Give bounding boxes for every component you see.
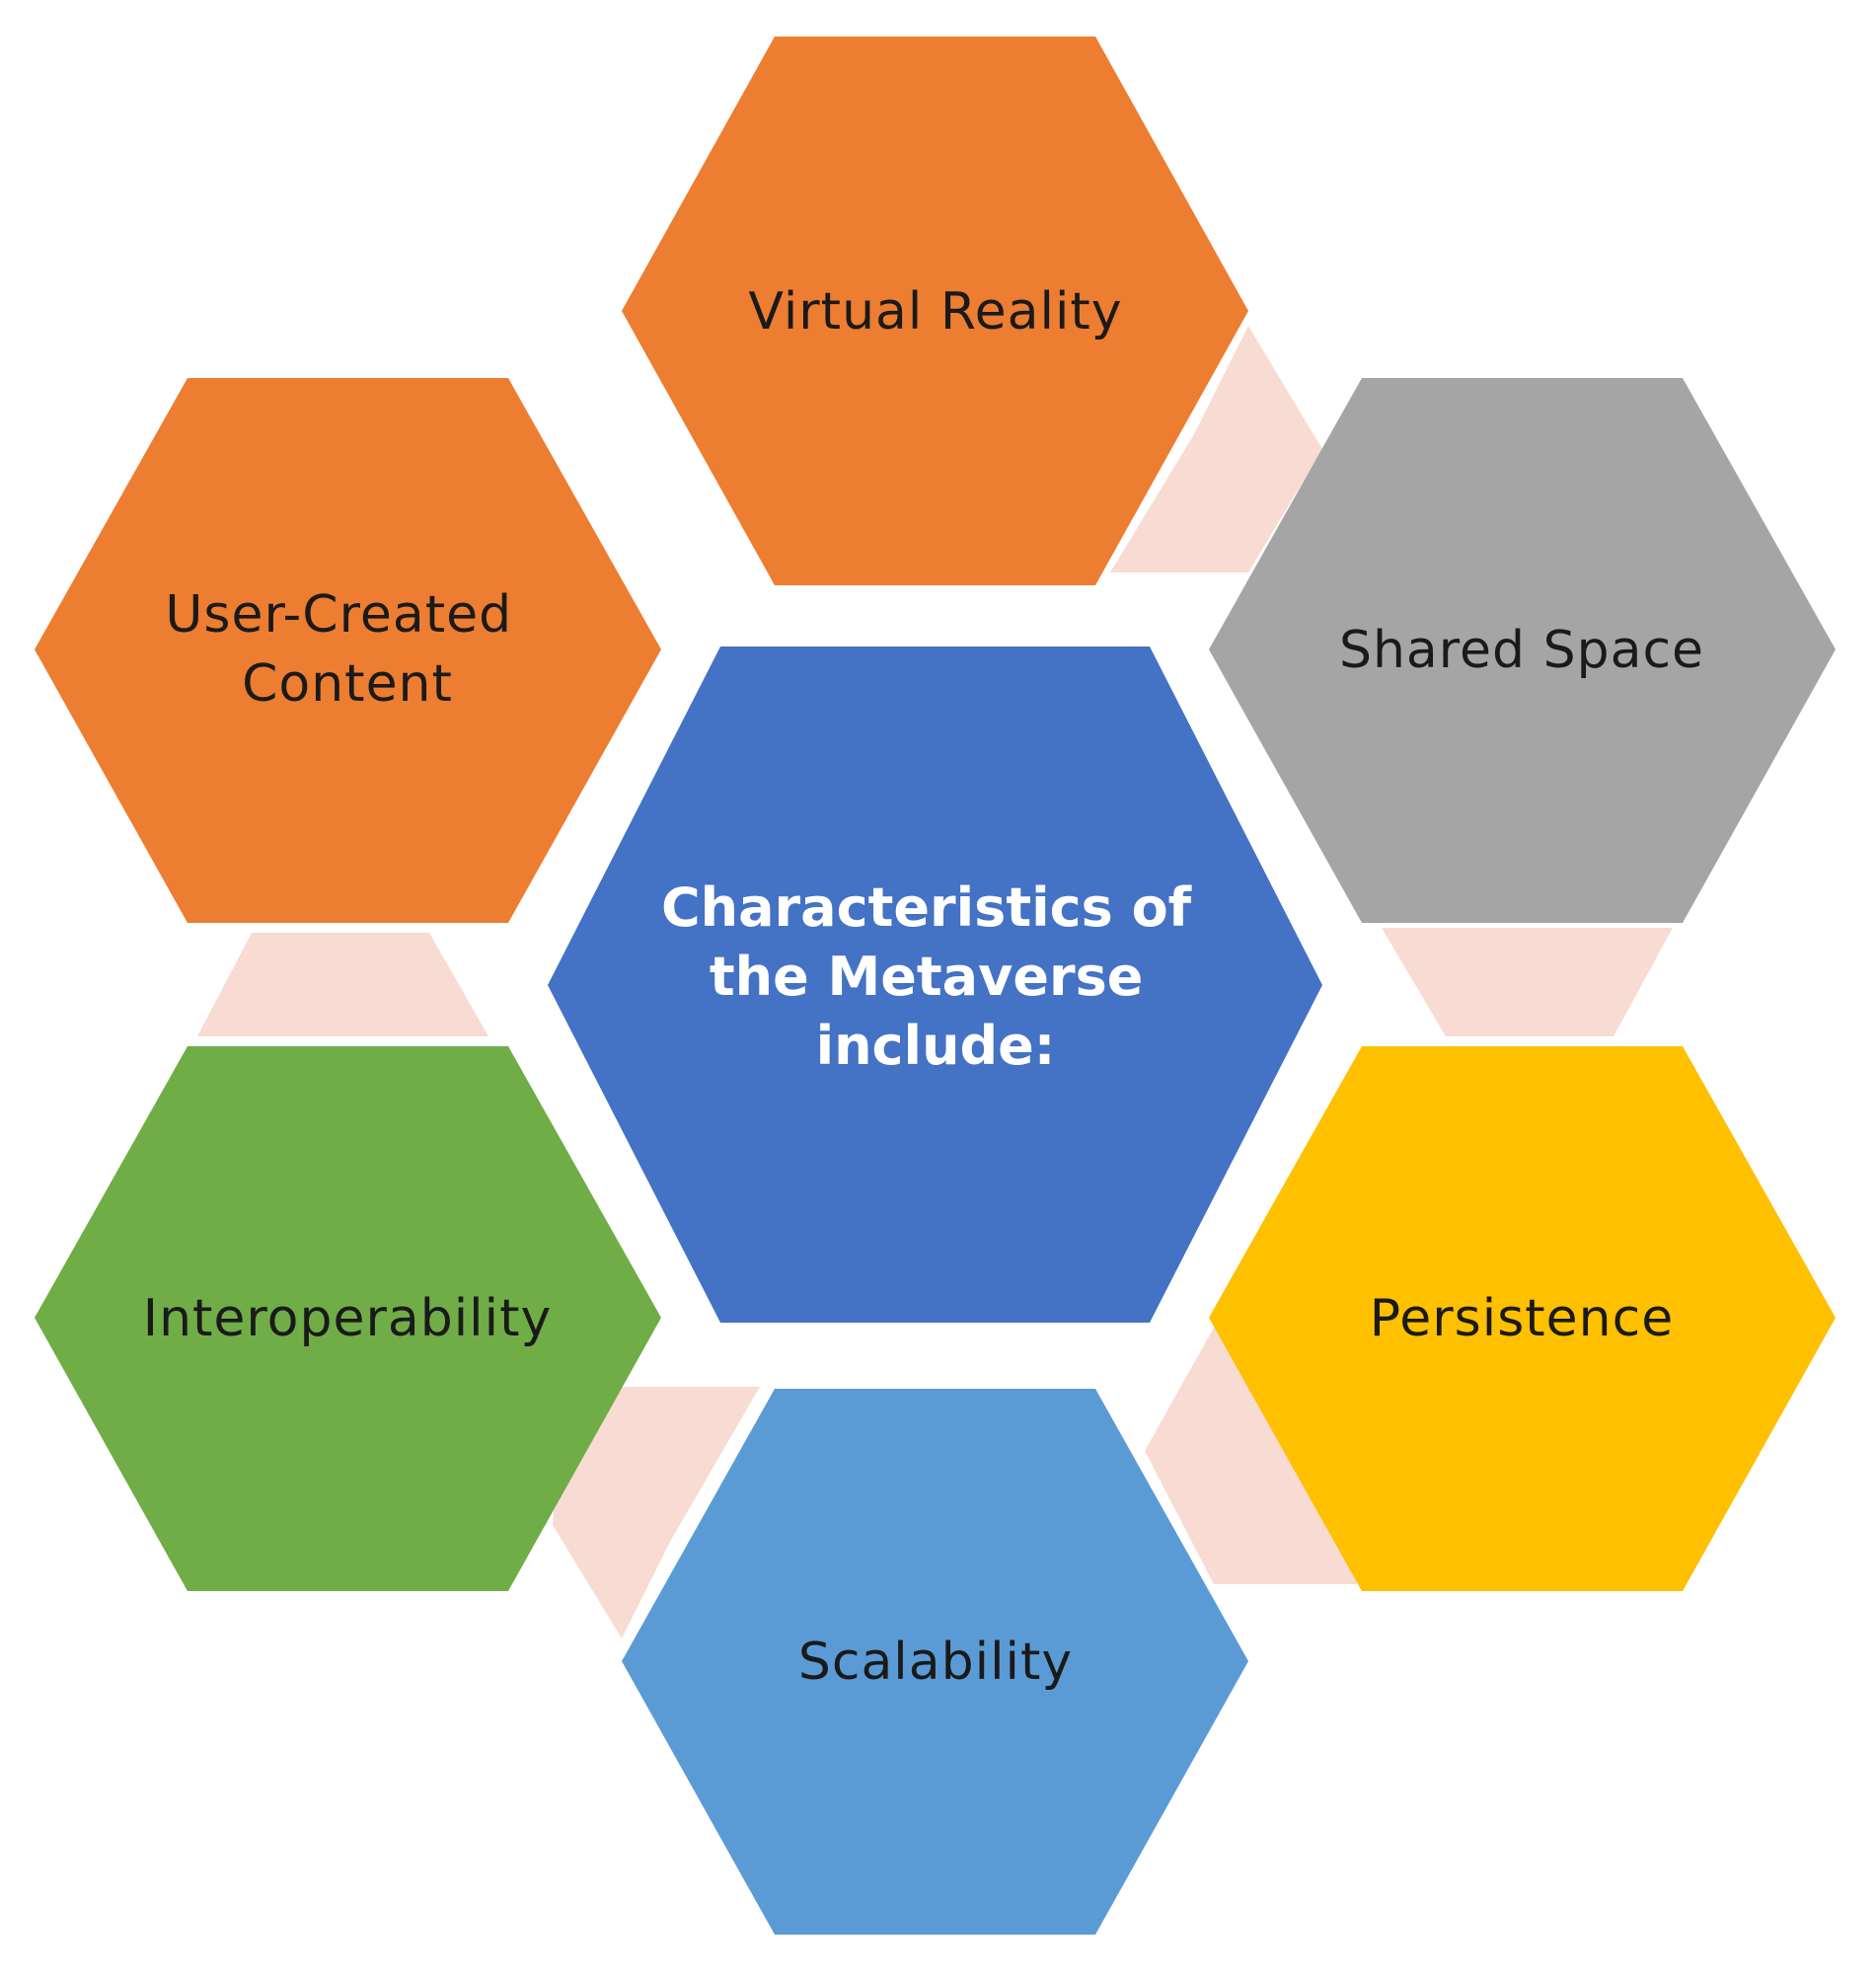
hexagon-center: Characteristics of the Metaverse include… bbox=[548, 647, 1322, 1323]
label-line: Shared Space bbox=[1339, 621, 1704, 680]
label-line: Characteristics of bbox=[661, 876, 1192, 939]
hexagon-shape bbox=[35, 1046, 661, 1591]
hexagon-label: Interoperability bbox=[143, 1289, 552, 1348]
hexagon-scalability: Scalability bbox=[622, 1389, 1248, 1935]
hexagon-virtual-reality: Virtual Reality bbox=[622, 37, 1248, 585]
hexagon-interoperability: Interoperability bbox=[35, 1046, 661, 1591]
label-line: include: bbox=[816, 1015, 1056, 1077]
connector-virtual-reality-shared-space bbox=[1110, 326, 1322, 572]
connector-scalability-interoperability bbox=[553, 1387, 760, 1638]
hexagon-shared-space: Shared Space bbox=[1209, 378, 1836, 923]
hexagon-label: Virtual Reality bbox=[748, 282, 1122, 342]
label-line: Persistence bbox=[1370, 1289, 1674, 1348]
label-line: Content bbox=[242, 654, 453, 714]
label-line: Virtual Reality bbox=[748, 282, 1122, 342]
connector-shared-space-persistence bbox=[1382, 928, 1673, 1036]
hexagon-shape bbox=[35, 378, 661, 923]
hexagon-shape bbox=[622, 1389, 1248, 1935]
hexagon-label: Persistence bbox=[1370, 1289, 1674, 1348]
hexagon-label: Shared Space bbox=[1339, 621, 1704, 680]
hexagon-shape bbox=[622, 37, 1248, 585]
connectors bbox=[197, 326, 1673, 1638]
connector-interoperability-user-created-content bbox=[197, 933, 488, 1036]
label-line: Interoperability bbox=[143, 1289, 552, 1348]
center-label: Characteristics of the Metaverse include… bbox=[661, 876, 1210, 1077]
hexagon-label: Scalability bbox=[798, 1633, 1073, 1692]
label-line: User-Created bbox=[165, 585, 512, 645]
label-line: the Metaverse bbox=[710, 946, 1144, 1008]
hexagon-shape bbox=[548, 647, 1322, 1323]
hexagon-label: User-Created Content bbox=[165, 585, 529, 714]
hexagon-persistence: Persistence bbox=[1209, 1046, 1836, 1591]
hexagon-shape bbox=[1209, 1046, 1836, 1591]
label-line: Scalability bbox=[798, 1633, 1073, 1692]
hexagon-shape bbox=[1209, 378, 1836, 923]
hexagon-user-created-content: User-Created Content bbox=[35, 378, 661, 923]
